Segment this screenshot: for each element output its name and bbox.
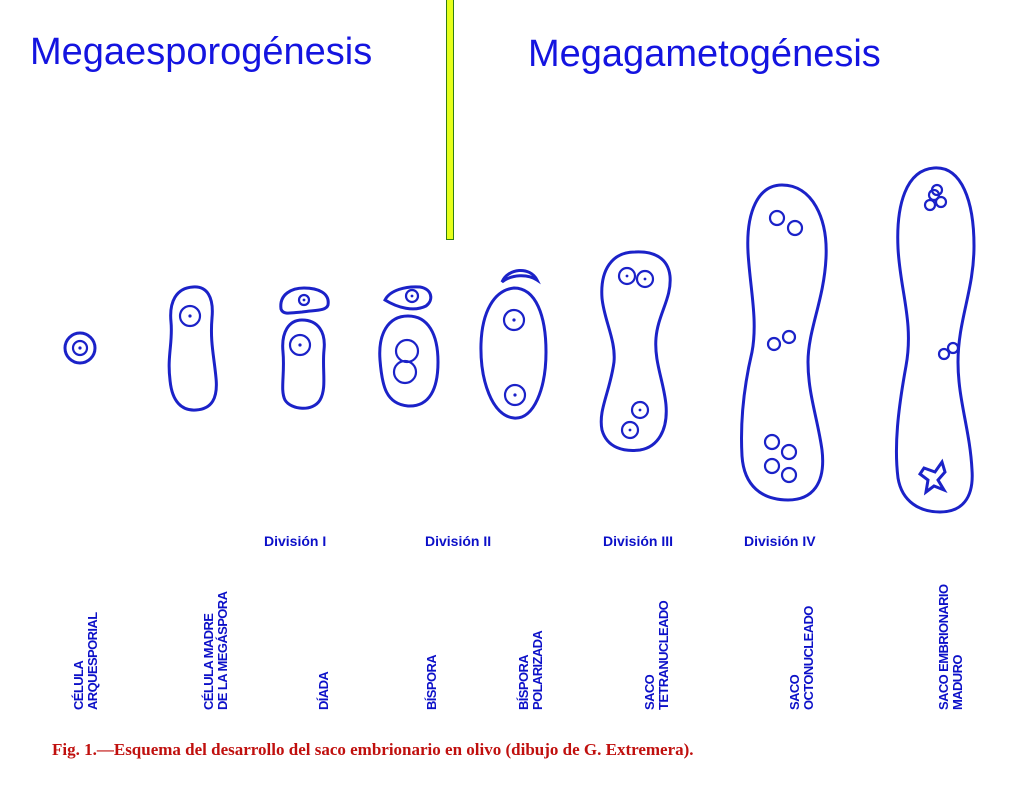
label-division-4: División IV <box>744 533 816 549</box>
sac-mature <box>894 166 976 514</box>
polar-nucleus <box>937 347 951 361</box>
stage-label-mother-cell: CÉLULA MADRE DE LA MEGÁSPORA <box>201 591 230 710</box>
nucleus-bottom <box>503 383 527 407</box>
cell-megaspore-mother <box>167 285 218 412</box>
nucleolus <box>628 428 632 432</box>
nucleus <box>781 329 797 345</box>
label-division-2: División II <box>425 533 492 549</box>
cell-bispore <box>378 285 440 408</box>
sac-outline <box>599 250 672 452</box>
stage-label-octonucleate: SACO OCTONUCLEADO <box>787 606 816 710</box>
antipodal-cells <box>917 458 948 496</box>
label-division-1: División I <box>264 533 327 549</box>
nucleolus <box>188 314 192 318</box>
nucleus <box>620 420 640 440</box>
upper-nucleolus <box>302 298 306 302</box>
egg-nucleus <box>923 198 937 212</box>
stage-label-arquesporial: CÉLULA ARQUESPORIAL <box>71 612 100 710</box>
upper-nucleolus <box>410 294 414 298</box>
upper-cell <box>279 286 330 315</box>
lower-cell <box>281 318 326 410</box>
cell-outline <box>63 331 97 365</box>
heading-megaesporogenesis: Megaesporogénesis <box>30 31 373 73</box>
synergid-nucleus <box>934 195 948 209</box>
nucleus <box>768 209 786 227</box>
label-division-3: División III <box>603 533 674 549</box>
stage-label-tetranucleate: SACO TETRANUCLEADO <box>642 600 671 710</box>
nucleolus <box>625 274 629 278</box>
upper-nucleus <box>297 293 311 307</box>
stage-label-mature-sac: SACO EMBRIONARIO MADURO <box>936 584 965 710</box>
sac-outline <box>739 183 828 502</box>
nucleus-top <box>502 308 526 332</box>
nucleus <box>617 266 637 286</box>
cell-outline <box>167 285 218 412</box>
upper-nucleus <box>404 288 420 304</box>
degenerated-cell <box>500 269 541 285</box>
nucleus-2 <box>392 359 418 385</box>
nucleus <box>635 269 655 289</box>
cell-arquesporial <box>63 331 97 365</box>
nucleus <box>763 433 781 451</box>
figure-caption: Fig. 1.—Esquema del desarrollo del saco … <box>52 740 694 759</box>
cell-diad <box>279 286 330 410</box>
nucleolus <box>643 277 647 281</box>
stage-label-polarized-bispore: BÍSPORA POLARIZADA <box>516 630 545 710</box>
cell-outline <box>479 286 548 420</box>
phase-divider <box>446 0 454 240</box>
nucleus <box>780 466 798 484</box>
sac-outline <box>894 166 976 514</box>
nucleus-1 <box>394 338 420 364</box>
heading-megagametogenesis: Megagametogénesis <box>528 33 881 75</box>
upper-cell <box>383 285 433 311</box>
nucleus <box>766 336 782 352</box>
nucleolus-top <box>512 318 516 322</box>
nucleus <box>780 443 798 461</box>
nucleus <box>71 339 89 357</box>
stage-label-bispore: BÍSPORA <box>424 654 439 710</box>
nucleolus-bottom <box>513 393 517 397</box>
lower-nucleus <box>288 333 312 357</box>
polar-nucleus <box>946 341 960 355</box>
nucleus <box>630 400 650 420</box>
egg-nucleus <box>930 183 944 197</box>
cell-polarized-bispore <box>479 269 548 420</box>
nucleus <box>763 457 781 475</box>
lower-nucleolus <box>298 343 302 347</box>
nucleus <box>786 219 804 237</box>
nucleolus <box>78 346 82 350</box>
stage-label-diad: DÍADA <box>316 671 331 710</box>
sac-octonucleate <box>739 183 828 502</box>
nucleus <box>178 304 202 328</box>
outer-wall <box>378 314 440 408</box>
sac-tetranucleate <box>599 250 672 452</box>
nucleolus <box>638 408 642 412</box>
